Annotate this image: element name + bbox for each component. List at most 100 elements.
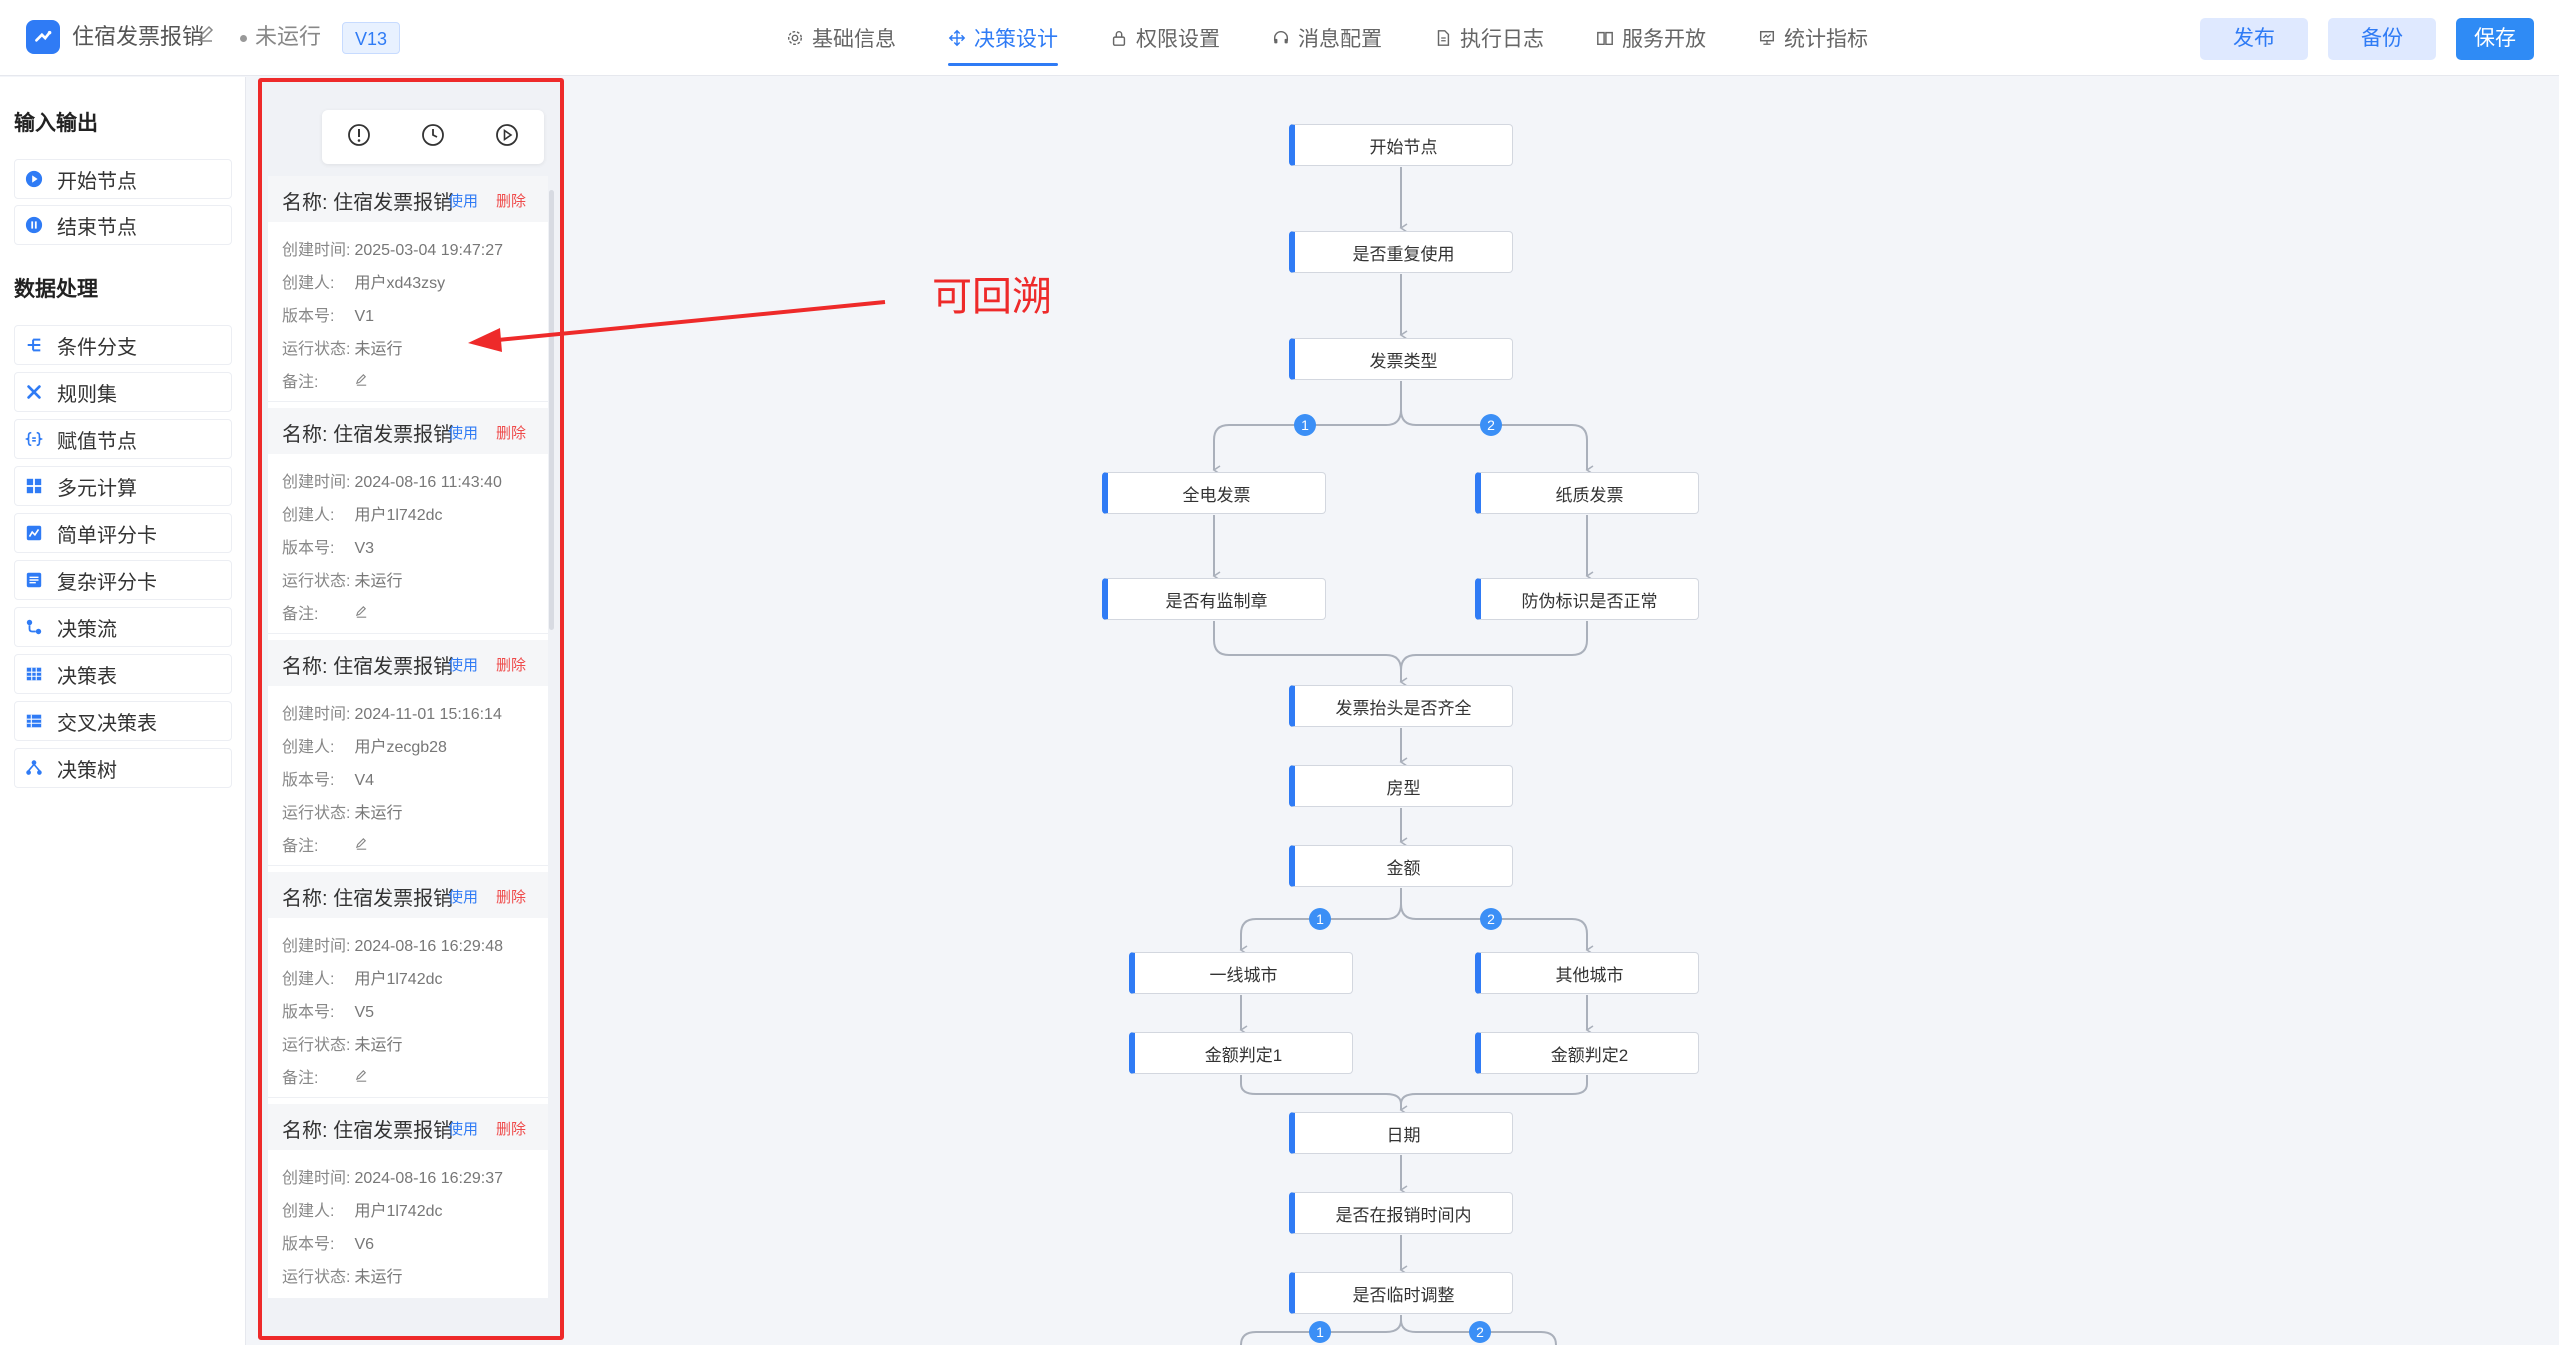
delete-version-link[interactable]: 删除 bbox=[496, 657, 527, 674]
version-creator: 创建人: 用户1l742dc bbox=[282, 971, 443, 988]
flow-node[interactable]: 是否重复使用 bbox=[1289, 231, 1513, 273]
version-created: 创建时间: 2025-03-04 19:47:27 bbox=[282, 242, 504, 259]
table-icon bbox=[25, 665, 43, 683]
flow-canvas[interactable] bbox=[566, 77, 2559, 1345]
tab-message-config[interactable]: 消息配置 bbox=[1246, 0, 1408, 76]
publish-button[interactable]: 发布 bbox=[2200, 18, 2308, 60]
component-simple-scorecard[interactable]: 简单评分卡 bbox=[14, 513, 232, 553]
flow-node[interactable]: 日期 bbox=[1289, 1112, 1513, 1154]
component-decision-tree[interactable]: 决策树 bbox=[14, 748, 232, 788]
history-clock-icon[interactable] bbox=[420, 122, 446, 153]
save-button[interactable]: 保存 bbox=[2456, 18, 2534, 60]
branch-badge[interactable]: 2 bbox=[1480, 908, 1502, 930]
calc-icon bbox=[25, 477, 43, 495]
use-version-link[interactable]: 使用 bbox=[448, 889, 479, 906]
branch-badge[interactable]: 1 bbox=[1309, 908, 1331, 930]
version-history-panel: 名称: 住宿发票报销 使用 删除 创建时间: 2025-03-04 19:47:… bbox=[258, 78, 564, 1340]
backup-button[interactable]: 备份 bbox=[2328, 18, 2436, 60]
component-complex-scorecard[interactable]: 复杂评分卡 bbox=[14, 560, 232, 600]
component-decision-flow[interactable]: 决策流 bbox=[14, 607, 232, 647]
component-multi-calc[interactable]: 多元计算 bbox=[14, 466, 232, 506]
version-card-header: 名称: 住宿发票报销 使用 删除 bbox=[268, 1104, 548, 1150]
tab-statistics[interactable]: 统计指标 bbox=[1732, 0, 1894, 76]
play-icon[interactable] bbox=[494, 122, 520, 153]
use-version-link[interactable]: 使用 bbox=[448, 1121, 479, 1138]
component-cross-decision-table[interactable]: 交叉决策表 bbox=[14, 701, 232, 741]
branch-badge[interactable]: 1 bbox=[1294, 414, 1316, 436]
component-assign-node[interactable]: 赋值节点 bbox=[14, 419, 232, 459]
gear-icon bbox=[787, 30, 803, 46]
tab-execution-log[interactable]: 执行日志 bbox=[1408, 0, 1570, 76]
play-circle-icon bbox=[25, 170, 43, 188]
component-start-node[interactable]: 开始节点 bbox=[14, 159, 232, 199]
edit-remark-icon[interactable] bbox=[354, 838, 369, 855]
use-version-link[interactable]: 使用 bbox=[448, 657, 479, 674]
component-rule-set[interactable]: 规则集 bbox=[14, 372, 232, 412]
flow-node[interactable]: 防伪标识是否正常 bbox=[1475, 578, 1699, 620]
edit-remark-icon[interactable] bbox=[354, 1070, 369, 1087]
flow-node[interactable]: 房型 bbox=[1289, 765, 1513, 807]
lock-icon bbox=[1112, 31, 1126, 46]
complex-scorecard-icon bbox=[25, 571, 43, 589]
delete-version-link[interactable]: 删除 bbox=[496, 425, 527, 442]
use-version-link[interactable]: 使用 bbox=[448, 425, 479, 442]
flow-node[interactable]: 发票抬头是否齐全 bbox=[1289, 685, 1513, 727]
branch-badge[interactable]: 2 bbox=[1469, 1321, 1491, 1343]
flow-node[interactable]: 一线城市 bbox=[1129, 952, 1353, 994]
delete-version-link[interactable]: 删除 bbox=[496, 889, 527, 906]
delete-version-link[interactable]: 删除 bbox=[496, 193, 527, 210]
status-text: 未运行 bbox=[255, 24, 322, 49]
tab-permissions[interactable]: 权限设置 bbox=[1084, 0, 1246, 76]
tab-label: 执行日志 bbox=[1460, 28, 1544, 51]
tab-basic-info[interactable]: 基础信息 bbox=[760, 0, 922, 76]
top-header: 住宿发票报销 未运行 V13 基础信息 决策设计 权限设置 消息配置 执行日志 … bbox=[0, 0, 2559, 76]
version-card: 名称: 住宿发票报销 使用 删除 创建时间: 2024-08-16 16:29:… bbox=[268, 872, 548, 1098]
main-nav: 基础信息 决策设计 权限设置 消息配置 执行日志 服务开放 统计指标 bbox=[760, 0, 1894, 76]
flow-node[interactable]: 其他城市 bbox=[1475, 952, 1699, 994]
use-version-link[interactable]: 使用 bbox=[448, 193, 479, 210]
edit-name-icon[interactable] bbox=[196, 24, 218, 46]
version-card: 名称: 住宿发票报销 使用 删除 创建时间: 2024-08-16 16:29:… bbox=[268, 1104, 548, 1298]
version-number: 版本号: V4 bbox=[282, 772, 375, 789]
document-icon bbox=[1437, 30, 1450, 46]
component-end-node[interactable]: 结束节点 bbox=[14, 205, 232, 245]
component-label: 多元计算 bbox=[57, 477, 137, 500]
version-list-scrollbar[interactable] bbox=[549, 190, 554, 630]
edit-remark-icon[interactable] bbox=[354, 606, 369, 623]
version-created: 创建时间: 2024-11-01 15:16:14 bbox=[282, 706, 502, 723]
group-title-io: 输入输出 bbox=[14, 112, 98, 135]
flow-node[interactable]: 发票类型 bbox=[1289, 338, 1513, 380]
branch-badge[interactable]: 1 bbox=[1309, 1321, 1331, 1343]
flow-node[interactable]: 是否临时调整 bbox=[1289, 1272, 1513, 1314]
tab-service-open[interactable]: 服务开放 bbox=[1570, 0, 1732, 76]
headset-icon bbox=[1273, 30, 1289, 44]
version-number: 版本号: V5 bbox=[282, 1004, 375, 1021]
version-run-status: 运行状态: 未运行 bbox=[282, 341, 403, 358]
flow-node[interactable]: 金额 bbox=[1289, 845, 1513, 887]
branch-badge[interactable]: 2 bbox=[1480, 414, 1502, 436]
version-run-status: 运行状态: 未运行 bbox=[282, 573, 403, 590]
component-decision-table[interactable]: 决策表 bbox=[14, 654, 232, 694]
version-card-header: 名称: 住宿发票报销 使用 删除 bbox=[268, 408, 548, 454]
edit-remark-icon[interactable] bbox=[354, 374, 369, 391]
tab-decision-design[interactable]: 决策设计 bbox=[922, 0, 1084, 76]
delete-version-link[interactable]: 删除 bbox=[496, 1121, 527, 1138]
info-icon[interactable] bbox=[346, 122, 372, 153]
version-creator: 创建人: 用户zecgb28 bbox=[282, 739, 447, 756]
flow-node-start[interactable]: 开始节点 bbox=[1289, 124, 1513, 166]
tab-label: 决策设计 bbox=[974, 28, 1058, 51]
flow-node[interactable]: 金额判定1 bbox=[1129, 1032, 1353, 1074]
version-card: 名称: 住宿发票报销 使用 删除 创建时间: 2024-08-16 11:43:… bbox=[268, 408, 548, 634]
version-number: 版本号: V3 bbox=[282, 540, 375, 557]
flow-node[interactable]: 全电发票 bbox=[1102, 472, 1326, 514]
flow-node[interactable]: 是否有监制章 bbox=[1102, 578, 1326, 620]
component-condition-branch[interactable]: 条件分支 bbox=[14, 325, 232, 365]
component-label: 决策树 bbox=[57, 759, 117, 782]
app-name: 住宿发票报销 bbox=[72, 24, 205, 49]
version-number: 版本号: V1 bbox=[282, 308, 375, 325]
flow-node[interactable]: 纸质发票 bbox=[1475, 472, 1699, 514]
tab-label: 权限设置 bbox=[1136, 28, 1220, 51]
flow-node[interactable]: 金额判定2 bbox=[1475, 1032, 1699, 1074]
flow-node[interactable]: 是否在报销时间内 bbox=[1289, 1192, 1513, 1234]
